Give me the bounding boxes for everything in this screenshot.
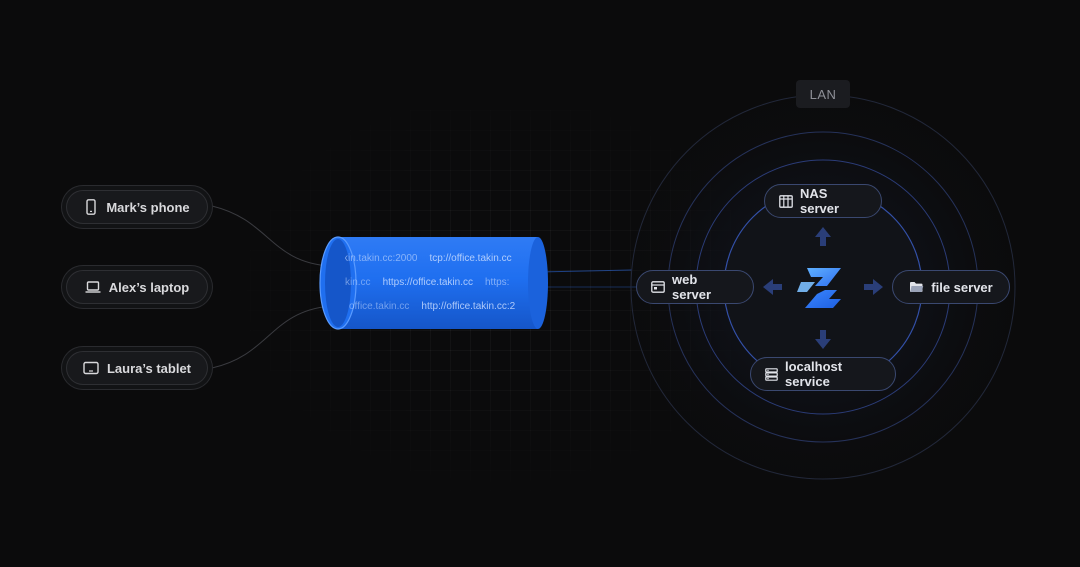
device-lauras-tablet[interactable]: Laura’s tablet <box>62 347 212 389</box>
phone-icon <box>84 199 98 215</box>
node-label: NAS server <box>800 186 840 216</box>
device-label: Mark’s phone <box>106 199 190 215</box>
device-marks-phone[interactable]: Mark’s phone <box>62 186 212 228</box>
tunnel-url: office.takin.cc <box>349 301 410 312</box>
tunnel-url: kin.takin.cc:2000 <box>345 253 418 264</box>
tunnel-row-2: kin.cc https://office.takin.cc https: <box>345 277 509 288</box>
nas-icon <box>779 194 793 208</box>
tunnel-to-lan-line-1 <box>537 269 633 273</box>
hub-arrows <box>763 227 883 349</box>
connector-laura <box>211 305 331 369</box>
node-file-server[interactable]: file server <box>892 270 1010 304</box>
lan-label: LAN <box>796 80 850 108</box>
tunnel-row-3: office.takin.cc http://office.takin.cc:2 <box>349 301 515 312</box>
tunnel-row-1: kin.takin.cc:2000 tcp://office.takin.cc <box>345 253 512 264</box>
device-label: Alex’s laptop <box>108 279 190 295</box>
node-label: localhost service <box>785 359 843 389</box>
tunnel-cylinder <box>319 236 548 330</box>
browser-window-icon <box>651 281 665 293</box>
node-label: file server <box>931 279 993 295</box>
tunnel-url: https://office.takin.cc <box>382 277 473 288</box>
node-localhost-service[interactable]: localhost service <box>750 357 896 391</box>
connector-mark <box>211 205 331 267</box>
laptop-icon <box>85 280 101 294</box>
server-stack-icon <box>765 367 778 381</box>
node-web-server[interactable]: web server <box>636 270 754 304</box>
device-label: Laura’s tablet <box>106 360 192 376</box>
node-nas-server[interactable]: NAS server <box>764 184 882 218</box>
tunnel-url: tcp://office.takin.cc <box>429 253 512 264</box>
tunnel-url: http://office.takin.cc:2 <box>421 301 516 312</box>
tunnel-url: https: <box>484 277 510 288</box>
node-label: web server <box>672 272 712 302</box>
folder-icon <box>909 281 924 293</box>
takin-logo <box>797 266 849 310</box>
device-alexs-laptop[interactable]: Alex’s laptop <box>62 266 212 308</box>
tunnel-url: kin.cc <box>345 277 371 288</box>
tablet-icon <box>83 361 99 375</box>
tunnel-url-rows: kin.takin.cc:2000 tcp://office.takin.cc k… <box>345 237 538 329</box>
